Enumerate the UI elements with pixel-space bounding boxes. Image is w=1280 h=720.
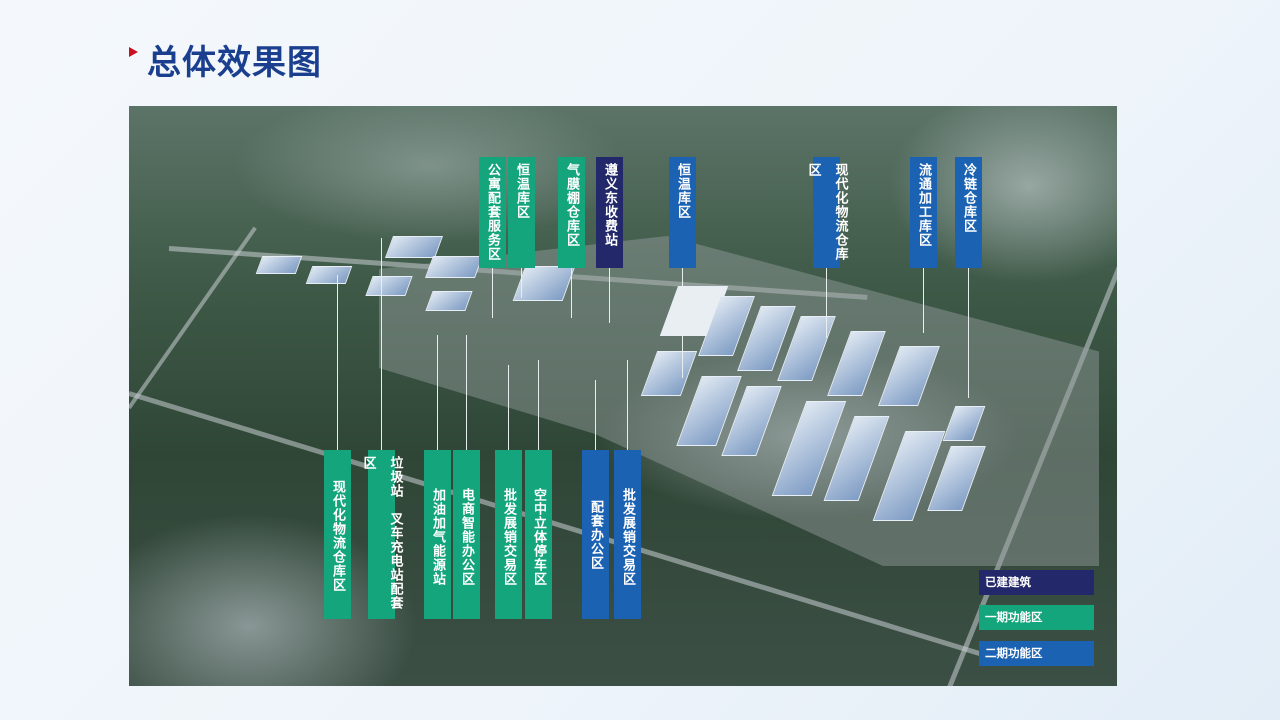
label-constant-temp-warehouse-1: 恒温库区: [508, 157, 535, 268]
label-wholesale-exhibition-1: 批发展销交易区: [495, 450, 522, 619]
label-parking-garage: 空中立体停车区: [525, 450, 552, 619]
logistics-park-site: [379, 236, 1099, 566]
building: [425, 291, 473, 311]
label-toll-station: 遵义东收费站: [596, 157, 623, 268]
leader-line: [826, 268, 827, 338]
leader-line: [337, 275, 338, 450]
page-title: 总体效果图: [147, 43, 322, 83]
leader-line: [923, 268, 924, 333]
road: [129, 226, 257, 410]
legend-phase-1: 一期功能区: [979, 605, 1094, 630]
building: [305, 266, 353, 284]
leader-line: [466, 335, 467, 450]
leader-line: [627, 360, 628, 450]
label-support-office: 配套办公区: [582, 450, 609, 619]
label-constant-temp-warehouse-2: 恒温库区: [669, 157, 696, 268]
leader-line: [682, 268, 683, 378]
label-wholesale-exhibition-2: 批发展销交易区: [614, 450, 641, 619]
leader-line: [437, 335, 438, 450]
label-apartment-service-area: 公寓配套服务区: [479, 157, 506, 268]
label-processing-warehouse: 流通加工库区: [910, 157, 937, 268]
building: [365, 276, 413, 296]
leader-line: [508, 365, 509, 450]
title-marker-icon: [129, 47, 138, 57]
label-garbage-forklift-charging: 垃圾站 叉车充电站配套区: [361, 450, 403, 619]
leader-line: [538, 360, 539, 450]
building: [424, 256, 484, 278]
leader-line: [595, 380, 596, 450]
leader-line: [492, 268, 493, 318]
label-modern-logistics-warehouse-2: 现代化物流仓库区: [806, 157, 848, 268]
label-cold-chain-warehouse: 冷链仓库区: [955, 157, 982, 268]
building: [255, 256, 303, 274]
label-ecommerce-office: 电商智能办公区: [453, 450, 480, 619]
leader-line: [381, 238, 382, 450]
label-modern-logistics-warehouse-1: 现代化物流仓库区: [324, 450, 351, 619]
legend-phase-2: 二期功能区: [979, 641, 1094, 666]
label-fuel-gas-station: 加油加气能源站: [424, 450, 451, 619]
legend-built: 已建建筑: [979, 570, 1094, 595]
label-air-dome-warehouse: 气膜棚仓库区: [558, 157, 585, 268]
building: [384, 236, 444, 258]
leader-line: [609, 268, 610, 323]
leader-line: [521, 268, 522, 298]
leader-line: [571, 268, 572, 318]
leader-line: [968, 268, 969, 398]
